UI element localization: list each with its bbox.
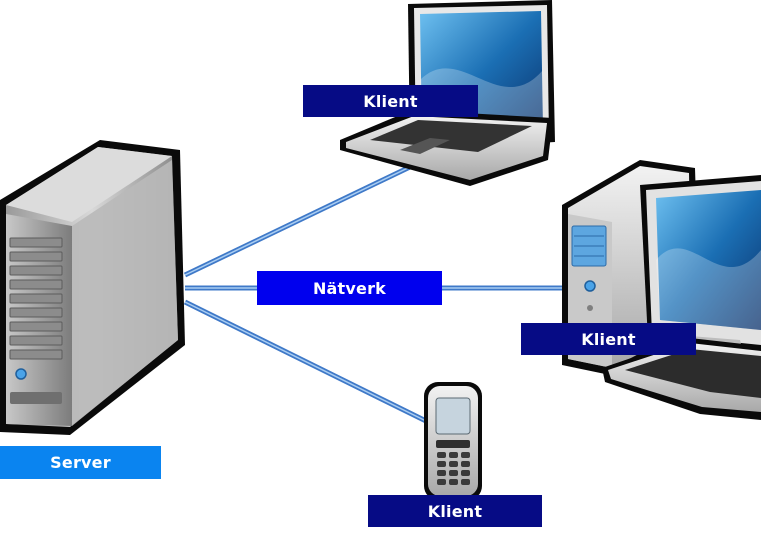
desktop-client-label: Klient [521, 323, 696, 355]
phone-client-label: Klient [368, 495, 542, 527]
mobile-phone-icon [424, 382, 482, 500]
desktop-power-led [584, 280, 596, 292]
cable-to-phone-highlight [184, 301, 429, 423]
cable-to-laptop-highlight [184, 165, 413, 276]
desktop-computer-icon [562, 160, 761, 420]
desktop-keyboard [625, 349, 761, 398]
server-power-led [15, 368, 27, 380]
server-drive-bays [9, 237, 63, 360]
phone-keypad [437, 452, 470, 485]
server-label: Server [0, 446, 161, 479]
server-io-panel [10, 392, 62, 404]
server-tower-icon [0, 140, 185, 435]
laptop-keyboard [370, 120, 532, 152]
phone-screen [435, 397, 471, 435]
laptop-touchpad [400, 138, 450, 154]
network-label: Nätverk [257, 271, 442, 305]
laptop-client-label: Klient [303, 85, 478, 117]
